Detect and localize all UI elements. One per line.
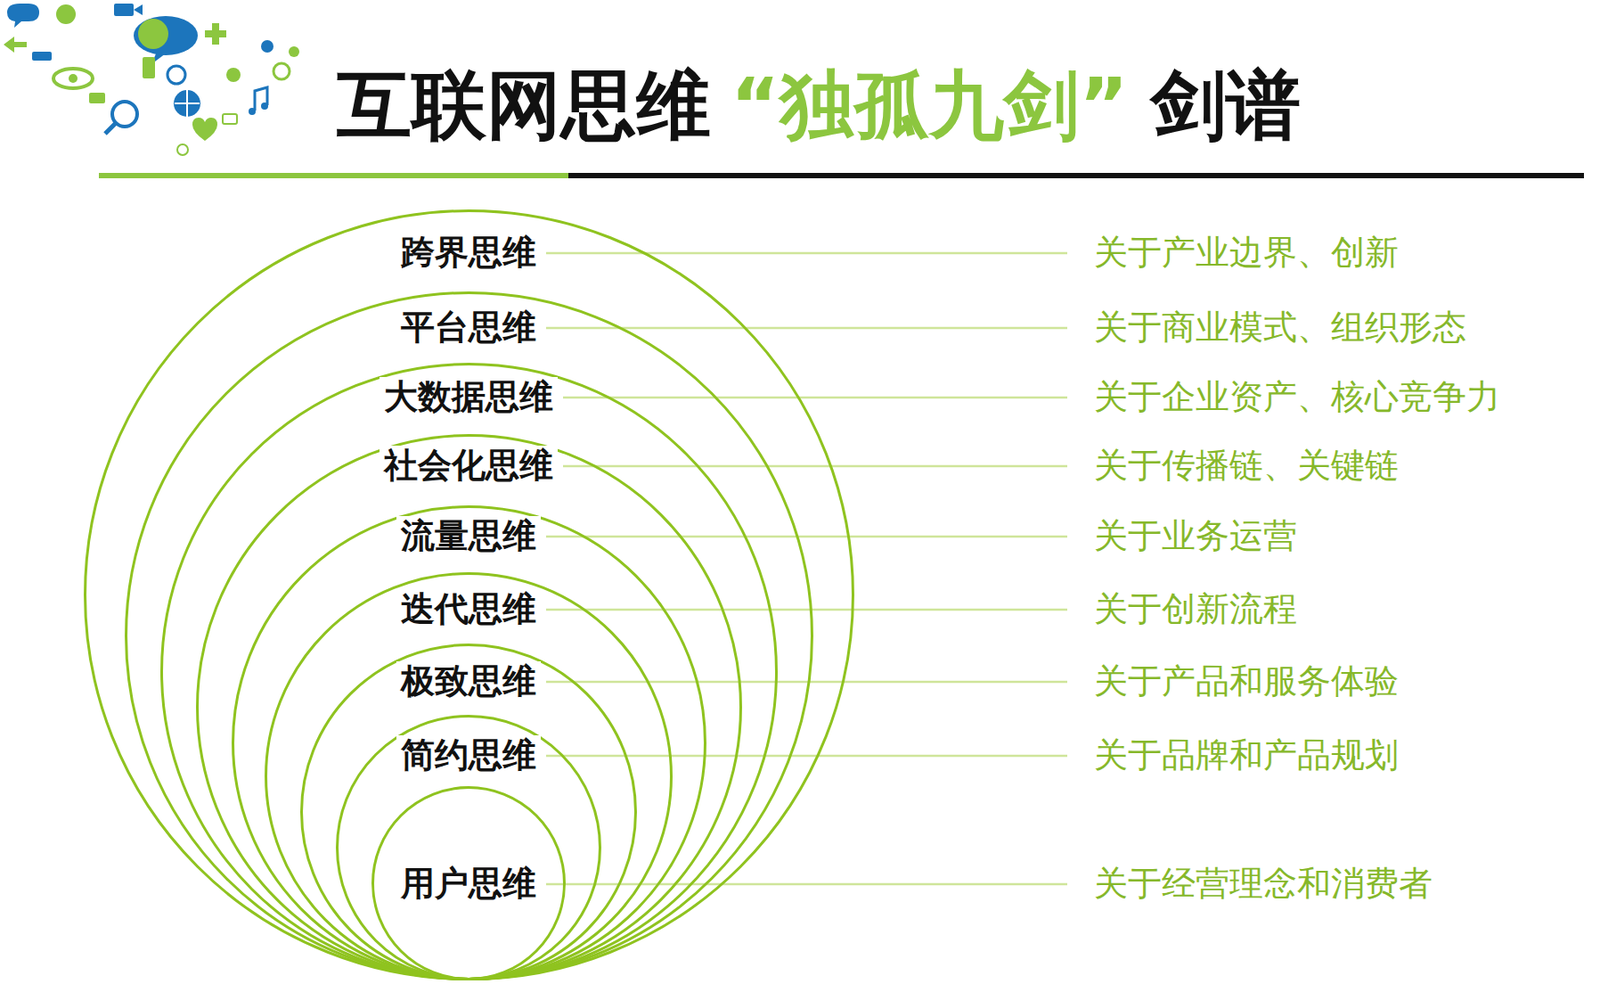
speech-bubble [138, 18, 169, 49]
dot-icon [177, 144, 188, 156]
description: 关于产品和服务体验 [1093, 661, 1399, 703]
circle-label: 社会化思维 [379, 445, 558, 487]
circle-outline [264, 571, 673, 980]
description: 关于创新流程 [1093, 588, 1298, 630]
thinking-circle: 用户思维 [371, 785, 566, 980]
leader-line [546, 608, 1068, 612]
description: 关于企业资产、核心竞争力 [1093, 376, 1501, 418]
chat-bubble [7, 3, 40, 28]
headphone-icon [167, 65, 186, 84]
circle-label: 平台思维 [396, 307, 541, 349]
eye-icon [68, 73, 78, 83]
thinking-circle: 平台思维大数据思维社会化思维流量思维迭代思维极致思维简约思维用户思维 [124, 291, 814, 980]
eye-icon [53, 68, 93, 89]
magnifier-icon [105, 122, 116, 134]
title-row: 互联网思维“独孤九剑” 剑谱 [336, 58, 1301, 152]
circle-outline [232, 506, 705, 980]
circle-outline [337, 716, 601, 980]
description: 关于产业边界、创新 [1093, 232, 1399, 274]
thinking-circle: 跨界思维平台思维大数据思维社会化思维流量思维迭代思维极致思维简约思维用户思维 [83, 209, 855, 980]
description: 关于商业模式、组织形态 [1093, 307, 1467, 349]
rule-black [568, 172, 1584, 179]
heart-icon [192, 117, 218, 141]
thinking-circle: 简约思维用户思维 [335, 714, 602, 980]
music-icon [261, 102, 269, 110]
mail-icon [222, 114, 237, 124]
circle-label: 简约思维 [396, 734, 541, 776]
circle-outline [302, 644, 637, 980]
leader-line [563, 396, 1068, 400]
circle-label: 极致思维 [396, 661, 541, 703]
arrow-icon [3, 36, 27, 53]
music-icon [254, 87, 268, 111]
circle-label: 跨界思维 [396, 232, 541, 274]
leader-line [546, 535, 1068, 539]
leader-line [546, 680, 1068, 684]
smiley-icon [56, 4, 76, 25]
video-icon [114, 3, 134, 17]
rule-green [98, 172, 569, 179]
circle-outline [125, 293, 812, 980]
thinking-circle: 流量思维迭代思维极致思维简约思维用户思维 [231, 505, 707, 980]
circle-outline [84, 211, 853, 980]
video-icon [32, 51, 52, 61]
circle-label: 迭代思维 [396, 588, 541, 630]
description: 关于业务运营 [1093, 515, 1298, 557]
title-suffix: 剑谱 [1151, 62, 1301, 149]
globe-icon [173, 89, 201, 117]
video-icon [133, 4, 143, 16]
magnifier-icon [112, 101, 138, 127]
music-icon [248, 107, 256, 115]
title-highlight: “独孤九剑” [730, 62, 1128, 149]
circle-label: 流量思维 [396, 515, 541, 557]
circle-label: 用户思维 [396, 863, 541, 905]
dot-icon [226, 67, 241, 82]
mail-icon [89, 92, 106, 104]
dot-icon [288, 46, 300, 58]
leader-line [546, 252, 1068, 255]
icon-cluster [3, 3, 300, 156]
description: 关于传播链、关键链 [1093, 445, 1399, 487]
thinking-circle: 大数据思维社会化思维流量思维迭代思维极致思维简约思维用户思维 [160, 362, 778, 980]
circle-outline [266, 573, 672, 980]
plus-icon [204, 23, 227, 45]
dot-icon [261, 40, 274, 53]
globe-icon [174, 89, 200, 117]
leader-line [563, 465, 1068, 468]
thinking-circle: 极致思维简约思维用户思维 [300, 643, 637, 980]
leader-line [546, 882, 1068, 886]
description: 关于品牌和产品规划 [1093, 734, 1399, 776]
circle-outline [373, 787, 565, 980]
speech-bubble [133, 16, 198, 56]
thinking-circle: 迭代思维极致思维简约思维用户思维 [264, 571, 673, 980]
thinking-circle: 社会化思维流量思维迭代思维极致思维简约思维用户思维 [195, 433, 743, 980]
title: 互联网思维 [336, 62, 711, 149]
circle-label: 大数据思维 [379, 376, 558, 418]
circle-outline [196, 435, 741, 980]
circle-outline [161, 364, 776, 980]
dot-icon [273, 63, 290, 80]
description: 关于经营理念和消费者 [1093, 863, 1433, 905]
phone-icon [142, 57, 156, 79]
